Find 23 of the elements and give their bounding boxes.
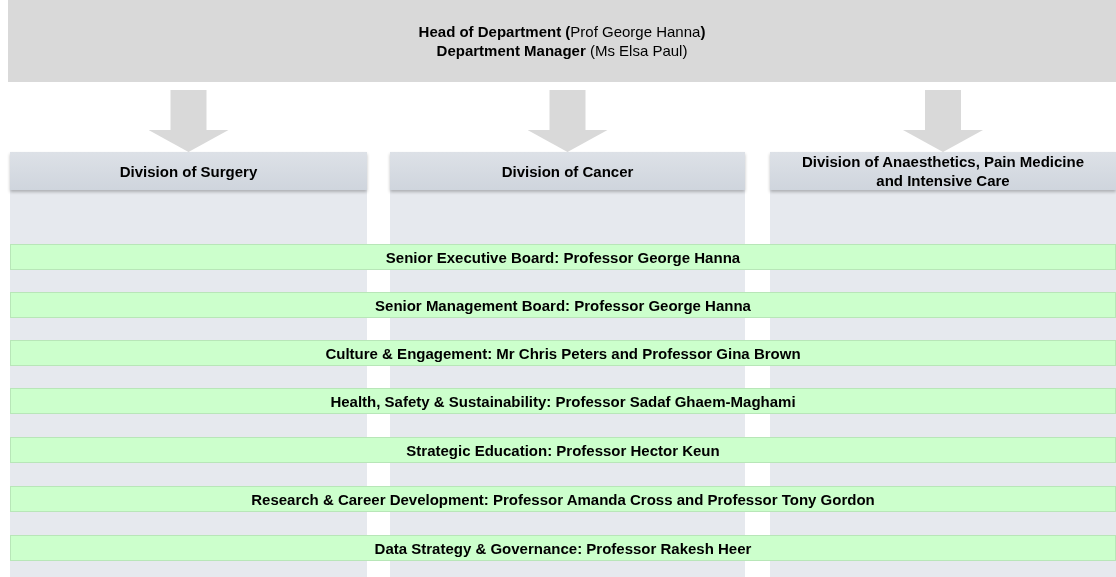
division-title: Division of Surgery: [118, 161, 259, 181]
board-band: [10, 340, 1116, 366]
board-title: Culture & Engagement: Mr Chris Peters and Professor Gina Brown: [325, 344, 801, 362]
board-title: Research & Career Development: Professor Amanda Cross and Professor Tony Gordon: [251, 490, 875, 508]
board-band: [10, 535, 1116, 561]
header-line: Department Manager (Ms Elsa Paul): [436, 41, 688, 60]
board-band: [10, 486, 1116, 512]
division-title: Division of Anaesthetics, Pain Medicine and Intensive Care: [801, 152, 1085, 190]
header-line: Head of Department (Prof George Hanna): [418, 22, 706, 41]
board-title: Health, Safety & Sustainability: Professor Sadaf Ghaem-Maghami: [330, 392, 796, 410]
division-title: Division of Cancer: [500, 161, 635, 181]
board-band: [10, 437, 1116, 463]
board-band: [10, 292, 1116, 318]
division-box: [390, 152, 745, 190]
header-box: [8, 0, 1116, 82]
board-title: Strategic Education: Professor Hector Keun: [406, 441, 720, 459]
board-band: [10, 244, 1116, 270]
board-title: Senior Executive Board: Professor George Hanna: [385, 248, 741, 266]
board-band: [10, 388, 1116, 414]
board-title: Senior Management Board: Professor George Hanna: [375, 296, 751, 314]
board-title: Data Strategy & Governance: Professor Rakesh Heer: [374, 539, 752, 557]
division-box: [10, 152, 367, 190]
division-box: [770, 152, 1116, 190]
